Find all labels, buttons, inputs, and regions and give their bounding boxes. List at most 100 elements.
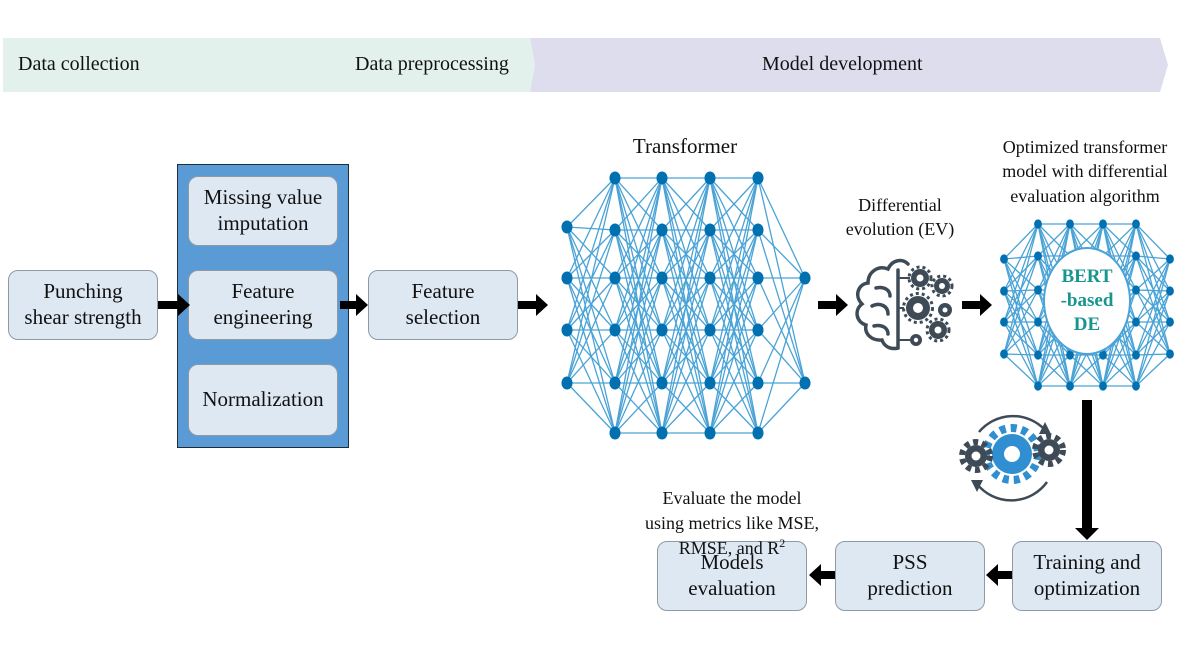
transformer-label: Transformer [632,134,738,158]
gears-cycle-icon [959,414,1066,502]
missing-value-box: Missing value imputation [188,176,338,246]
optimized-node [1166,317,1174,327]
transformer-node [609,223,621,237]
optimized-node [1000,349,1008,359]
transformer-node [799,376,811,390]
transformer-edge [566,277,616,434]
optimized-node [1034,251,1042,261]
optimized-edge [1003,353,1039,387]
transformer-node [704,271,716,285]
transformer-node [704,171,716,185]
phase-band-development [530,38,1168,92]
arrow-optimized-to-training [1075,400,1099,540]
transformer-node [561,271,573,285]
optimized-node [1000,286,1008,296]
optimized-node [1034,317,1042,327]
transformer-edge [709,277,759,434]
optimized-node [1132,285,1140,295]
optimized-edge [1003,255,1039,355]
transformer-edge [661,177,711,279]
optimized-node [1166,254,1174,264]
transformer-node [561,323,573,337]
optimized-node [1166,349,1174,359]
transformer-edge [709,177,759,231]
bert-de-label: BERT -based DE [1060,266,1114,335]
transformer-edge [566,177,616,384]
optimized-node [1034,381,1042,391]
optimized-node [1132,350,1140,360]
optimized-edge [1135,255,1171,323]
optimized-node [1132,219,1140,229]
optimized-edge [1135,290,1171,387]
optimized-node [1132,381,1140,391]
transformer-node [656,271,668,285]
bert-de-ellipse: BERT -based DE [1043,247,1131,355]
transformer-edge [614,177,663,331]
transformer-node [656,223,668,237]
optimized-node [1034,350,1042,360]
optimized-node [1166,286,1174,296]
transformer-edge [566,277,616,331]
transformer-node [609,323,621,337]
optimized-node [1132,317,1140,327]
optimized-edge [1135,255,1171,355]
punching-shear-box: Punching shear strength [8,270,158,340]
optimized-edge [1102,223,1137,257]
optimized-edge [1003,289,1039,355]
transformer-node [656,376,668,390]
normalization-box: Normalization [188,364,338,436]
transformer-edge [757,277,806,331]
arrow-transformer-to-ev [818,294,848,316]
training-optimization-box: Training and optimization [1012,541,1162,611]
transformer-edge [661,177,711,384]
transformer-node [752,171,764,185]
transformer-edge [757,277,806,384]
transformer-network [561,171,811,440]
transformer-edge [566,329,616,384]
optimized-edge [1135,258,1171,356]
transformer-node [752,426,764,440]
optimized-edge [1135,258,1171,323]
phase-data-preprocessing: Data preprocessing [355,53,509,75]
optimized-node [1132,251,1140,261]
transformer-edge [566,277,616,384]
optimized-edge [1069,354,1104,387]
evaluation-note: Evaluate the model using metrics like MS… [626,462,838,560]
optimized-edge [1102,354,1137,387]
transformer-edge [709,329,759,434]
transformer-node [799,271,811,285]
transformer-node [704,223,716,237]
transformer-edge [661,277,711,434]
arrow-training-to-pss [986,564,1012,586]
pss-prediction-box: PSS prediction [835,541,985,611]
transformer-node [609,171,621,185]
optimized-edge [1003,321,1039,355]
transformer-node [656,323,668,337]
transformer-edge [709,177,759,279]
optimized-edge [1135,255,1171,260]
transformer-edge [614,382,663,434]
transformer-edge [566,177,616,331]
r-squared-superscript: 2 [779,535,786,550]
optimized-node [1099,219,1107,229]
transformer-edge [614,329,663,434]
transformer-node [561,376,573,390]
transformer-edge [614,177,663,434]
evaluation-note-text: Evaluate the model using metrics like MS… [645,488,819,558]
transformer-node [704,376,716,390]
transformer-node [704,323,716,337]
optimized-node [1066,381,1074,391]
transformer-node [752,323,764,337]
optimized-node [1000,254,1008,264]
transformer-edge [709,177,759,331]
transformer-edge [661,177,711,331]
transformer-edge [566,329,616,434]
transformer-edge [566,229,616,384]
optimized-edge [1037,223,1071,257]
transformer-edge [614,229,663,434]
transformer-node [609,271,621,285]
transformer-node [609,426,621,440]
transformer-edge [757,229,806,279]
optimized-edge [1135,258,1171,291]
optimized-edge [1135,321,1171,387]
